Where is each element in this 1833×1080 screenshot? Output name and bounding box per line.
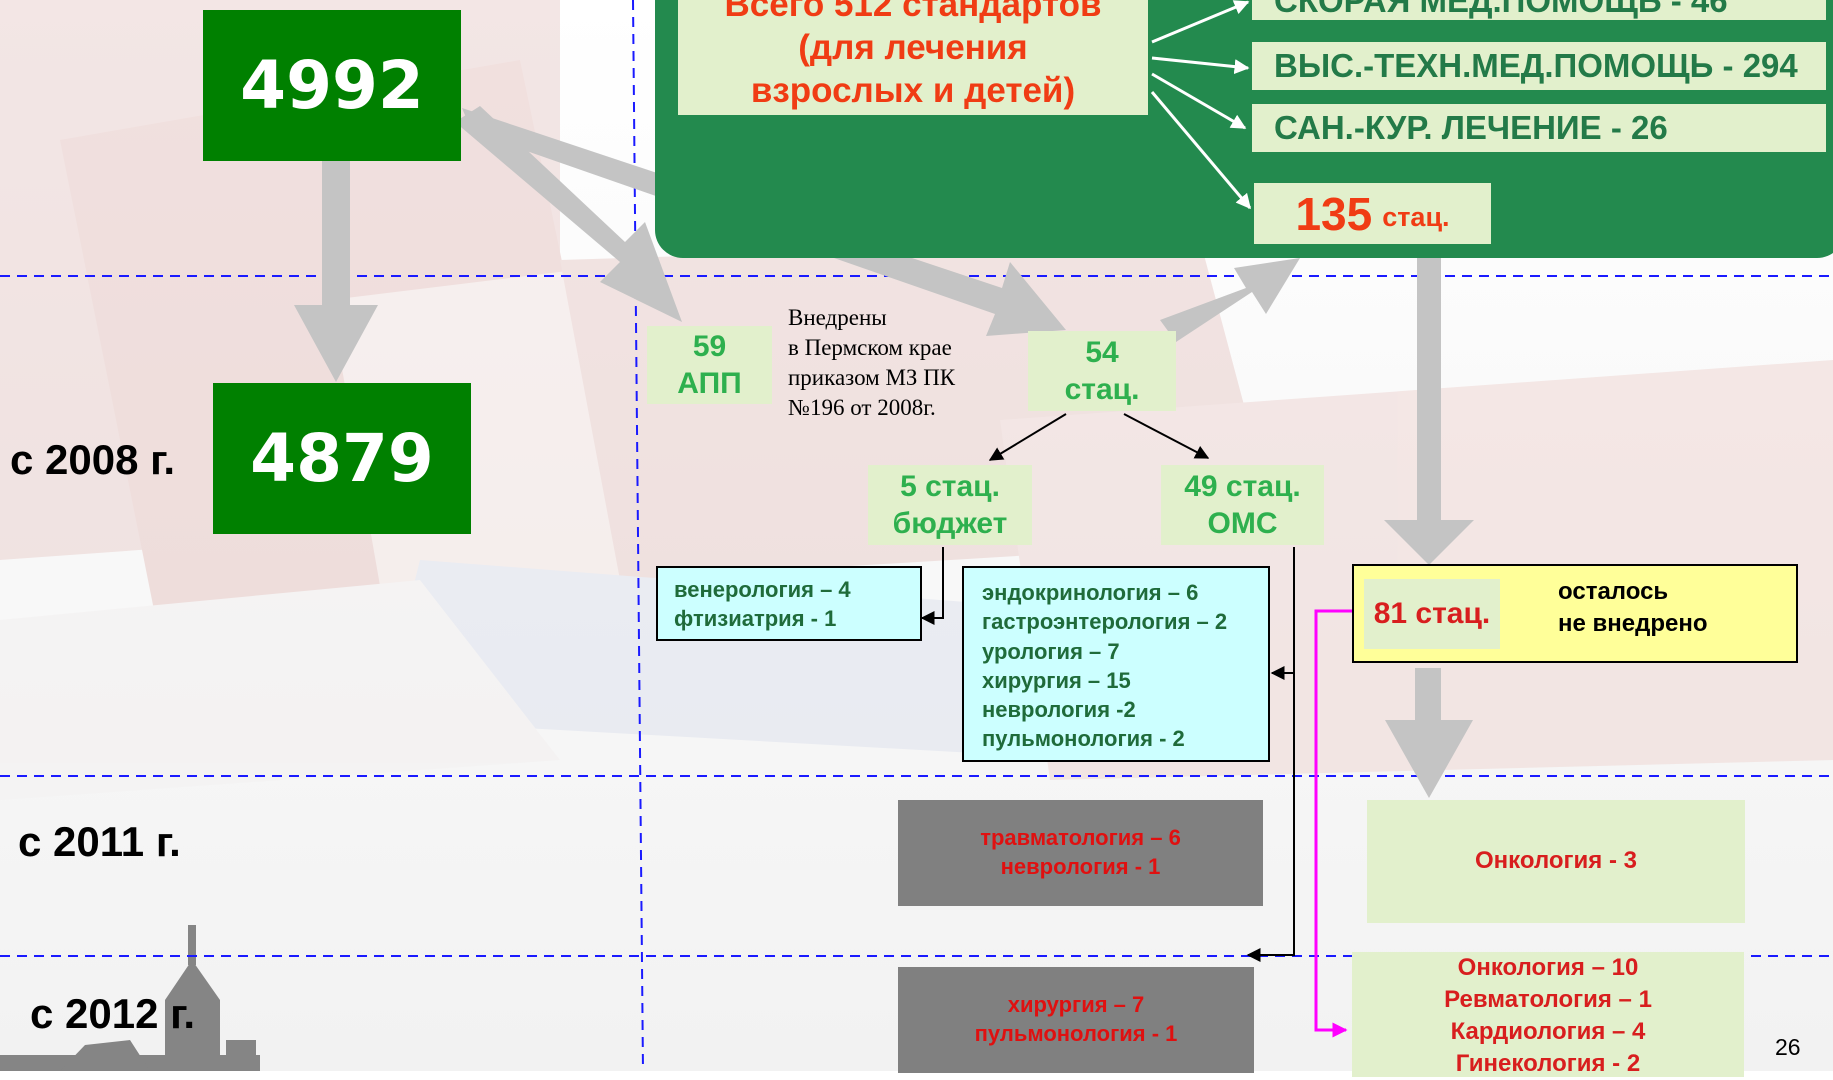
total-4992-box: 4992: [203, 10, 461, 161]
inpatient-135-number: 135: [1295, 187, 1373, 240]
standards-title-line3: взрослых и детей): [750, 70, 1076, 110]
budget-list-item: венерология – 4: [674, 577, 851, 602]
oms-list-item: урология – 7: [982, 638, 1120, 664]
standards-title-box: Всего 512 стандартов (для лечения взросл…: [678, 0, 1148, 115]
budget-count: 5 стац.: [900, 469, 1000, 503]
gray-2011-item: неврология - 1: [1000, 854, 1161, 879]
list-2012-item: Кардиология – 4: [1450, 1017, 1646, 1045]
list-2012-item: Гинекология - 2: [1455, 1049, 1641, 1077]
oms-list-item: гастроэнтерология – 2: [982, 609, 1228, 635]
city-silhouette: [0, 925, 260, 1071]
year-2008-label: с 2008 г.: [10, 436, 176, 483]
oms-list-item: неврология -2: [982, 697, 1136, 722]
remaining-label-line2: не внедрено: [1558, 609, 1708, 637]
remaining-label: осталось не внедрено: [1558, 576, 1708, 640]
total-4879-box: 4879: [213, 383, 471, 534]
remaining-box: 81 стац. осталось не внедрено: [1352, 564, 1798, 663]
gray-2011-box: травматология – 6 неврология - 1: [898, 800, 1263, 906]
page-number: 26: [1775, 1034, 1801, 1060]
gray-2012-box: хирургия – 7 пульмонология - 1: [898, 967, 1254, 1073]
list-2012-item: Ревматология – 1: [1444, 985, 1652, 1013]
oms-list-item: пульмонология - 2: [982, 726, 1185, 752]
budget-box: 5 стац. бюджет: [868, 465, 1032, 545]
ambulance-tag: СКОРАЯ МЕД.ПОМОЩЬ - 46: [1252, 0, 1826, 20]
budget-list-item: фтизиатрия - 1: [674, 606, 837, 632]
onco-2011-text: Онкология - 3: [1475, 847, 1637, 875]
oms-list-item: эндокринология – 6: [982, 580, 1199, 605]
remaining-label-line1: осталось: [1558, 578, 1669, 605]
white-arrows: [1150, 0, 1252, 210]
note-line3: приказом МЗ ПК: [788, 364, 956, 390]
total-4992-value: 4992: [240, 47, 424, 124]
gray-2012-item: хирургия – 7: [1007, 992, 1145, 1018]
year-2012-label: с 2012 г.: [30, 990, 196, 1037]
oms-label: ОМС: [1207, 507, 1278, 540]
note-line4: №196 от 2008г.: [788, 394, 936, 420]
magenta-connector: [1314, 609, 1353, 1038]
year-2011-label: с 2011 г.: [18, 818, 181, 865]
note-line1: Внедрены: [788, 305, 887, 330]
total-4879-value: 4879: [250, 420, 434, 497]
note-line2: в Пермском крае: [788, 334, 952, 360]
high-tech-tag: ВЫС.-ТЕХН.МЕД.ПОМОЩЬ - 294: [1252, 42, 1826, 90]
app-59-box: 59 АПП: [647, 326, 772, 404]
budget-list-box: венерология – 4 фтизиатрия - 1: [656, 566, 922, 641]
gray-2011-item: травматология – 6: [980, 825, 1181, 851]
oms-count: 49 стац.: [1184, 469, 1301, 503]
stac-54-box: 54 стац.: [1028, 331, 1176, 411]
list-2012-box: Онкология – 10 Ревматология – 1 Кардиоло…: [1352, 952, 1744, 1077]
black-connectors: [920, 413, 1295, 962]
oms-list-item: хирургия – 15: [982, 667, 1131, 693]
inpatient-135-unit: стац.: [1382, 202, 1450, 232]
onco-2011-box: Онкология - 3: [1367, 800, 1745, 923]
app-59-label: АПП: [677, 367, 742, 400]
standards-title-line1: Всего 512 стандартов: [724, 0, 1102, 25]
list-2012-item: Онкология – 10: [1457, 954, 1639, 981]
standards-title-line2: (для лечения: [798, 28, 1028, 68]
remaining-count: 81 стац.: [1364, 579, 1500, 649]
budget-label: бюджет: [892, 507, 1008, 540]
app-59-count: 59: [692, 329, 727, 363]
inpatient-135-tag: 135 стац.: [1254, 183, 1491, 244]
gray-2012-item: пульмонология - 1: [974, 1021, 1178, 1046]
oms-box: 49 стац. ОМС: [1161, 465, 1324, 545]
oms-list-box: эндокринология – 6 гастроэнтерология – 2…: [962, 566, 1270, 762]
stac-54-count: 54: [1085, 335, 1119, 369]
stac-54-label: стац.: [1064, 373, 1140, 406]
implementation-note: Внедрены в Пермском крае приказом МЗ ПК …: [788, 303, 955, 423]
sanatorium-tag: САН.-КУР. ЛЕЧЕНИЕ - 26: [1252, 104, 1826, 152]
